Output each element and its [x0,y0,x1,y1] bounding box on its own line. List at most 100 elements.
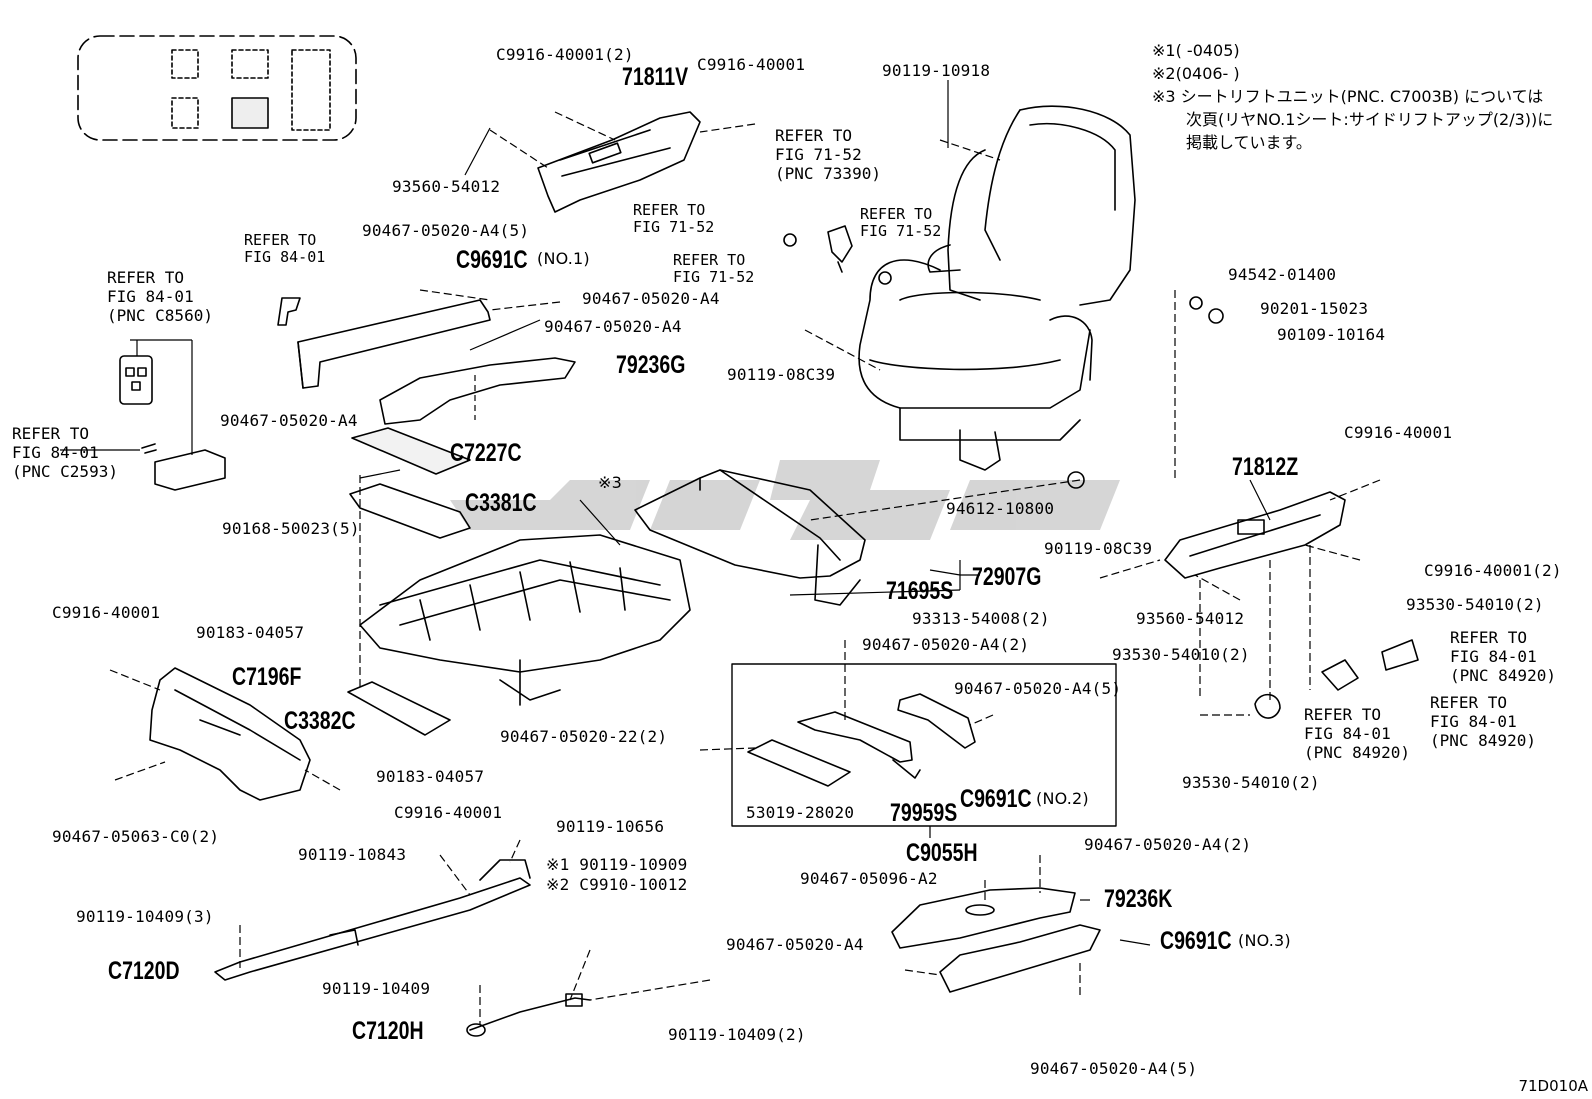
part-label[interactable]: 90467-05063-C0(2) [52,827,220,846]
part-label[interactable]: C9691C [1160,927,1232,955]
ref-line: FIG 84-01 [244,248,326,266]
part-label-suffix: (NO.2) [1036,789,1089,808]
part-label[interactable]: 90201-15023 [1260,299,1369,318]
part-label[interactable]: 90119-08C39 [1044,539,1153,558]
ref-line: (PNC 84920) [1450,666,1556,685]
footnote-2: ※2(0406- ) [1152,64,1240,83]
refer-to-fig-71-52-a[interactable]: REFER TO FIG 71-52 (PNC 73390) [775,126,881,183]
part-label[interactable]: 90467-05020-A4 [726,935,864,954]
refer-to-fig-71-52-d[interactable]: REFER TO FIG 71-52 [673,252,754,286]
refer-to-fig-84-01-d[interactable]: REFER TO FIG 84-01 (PNC 84920) [1450,628,1556,685]
part-label[interactable]: C3381C [465,489,537,517]
part-label[interactable]: 94612-10800 [946,499,1055,518]
part-label[interactable]: C7196F [232,663,302,691]
part-label[interactable]: 90109-10164 [1277,325,1386,344]
plate-c3382c [347,681,451,736]
part-label[interactable]: C9916-40001 [1344,423,1453,442]
refer-to-fig-84-01-c[interactable]: REFER TO FIG 84-01 (PNC C2593) [12,424,118,481]
part-label[interactable]: 90467-05020-A4(5) [954,679,1122,698]
part-label[interactable]: 90467-05096-A2 [800,869,938,888]
part-label[interactable]: 90467-05020-A4(2) [1084,835,1252,854]
part-label[interactable]: 90119-10409 [322,979,431,998]
part-label[interactable]: C7227C [450,439,522,467]
part-label[interactable]: C9691C [456,246,528,274]
part-label[interactable]: 90183-04057 [196,623,305,642]
ref-line: FIG 71-52 [633,218,715,236]
part-label[interactable]: 93530-54010(2) [1406,595,1544,614]
ref-line: REFER TO [673,251,746,269]
part-label[interactable]: 90467-05020-A4 [582,289,720,308]
part-label[interactable]: 94542-01400 [1228,265,1337,284]
part-label[interactable]: 90183-04057 [376,767,485,786]
part-label[interactable]: 71811V [622,63,689,91]
part-label[interactable]: 90119-10409(3) [76,907,214,926]
motor-84920-a [1381,639,1419,671]
motor-84920-c [1254,693,1281,719]
part-label[interactable]: 79236G [616,351,686,379]
part-label[interactable]: 93313-54008(2) [912,609,1050,628]
part-label[interactable]: 90168-50023(5) [222,519,360,538]
ref-line: REFER TO [775,126,853,145]
part-label[interactable]: C7120D [108,957,180,985]
refer-to-fig-84-01-a[interactable]: REFER TO FIG 84-01 [244,232,325,266]
ref-line: REFER TO [1450,628,1528,647]
part-label[interactable]: 53019-28020 [746,803,855,822]
part-label[interactable]: C9916-40001 [394,803,503,822]
detail-box-c9055h [731,663,1117,827]
part-label[interactable]: C3382C [284,707,356,735]
cable-c7120d [214,859,531,981]
part-label[interactable]: C9916-40001(2) [496,45,634,64]
part-label[interactable]: C9691C [960,785,1032,813]
cushion-72907g [634,469,866,606]
part-label[interactable]: ※2 C9910-10012 [546,875,688,894]
part-label[interactable]: 72907G [972,563,1042,591]
refer-to-fig-84-01-f[interactable]: REFER TO FIG 84-01 (PNC 84920) [1304,705,1410,762]
part-label[interactable]: 93530-54010(2) [1112,645,1250,664]
part-label[interactable]: 90119-10409(2) [668,1025,806,1044]
part-label[interactable]: 93560-54012 [1136,609,1245,628]
part-label[interactable]: 90119-10843 [298,845,407,864]
fasteners [783,233,1224,489]
part-label[interactable]: 90467-05020-A4 [220,411,358,430]
part-label[interactable]: C9055H [906,839,978,867]
refer-to-fig-84-01-e[interactable]: REFER TO FIG 84-01 (PNC 84920) [1430,693,1536,750]
ref-line: FIG 84-01 [107,287,194,306]
part-label[interactable]: 71695S [886,577,954,605]
part-label[interactable]: C9916-40001 [52,603,161,622]
ref-line: REFER TO [12,424,90,443]
ref-line: REFER TO [107,268,185,287]
part-label[interactable]: 90119-10918 [882,61,991,80]
refer-to-fig-71-52-c[interactable]: REFER TO FIG 71-52 [860,206,941,240]
ref-line: (PNC 84920) [1430,731,1536,750]
part-label[interactable]: C9916-40001(2) [1424,561,1562,580]
switch-c8560 [119,355,153,405]
part-label[interactable]: 90467-05020-A4 [544,317,682,336]
part-label[interactable]: 93560-54012 [392,177,501,196]
part-label[interactable]: 93530-54010(2) [1182,773,1320,792]
part-label[interactable]: 90119-08C39 [727,365,836,384]
part-label[interactable]: 90467-05020-A4(5) [1030,1059,1198,1078]
ref-line: REFER TO [1304,705,1382,724]
refer-to-fig-71-52-b[interactable]: REFER TO FIG 71-52 [633,202,714,236]
part-label[interactable]: ※1 90119-10909 [546,855,688,874]
refer-to-fig-84-01-b[interactable]: REFER TO FIG 84-01 (PNC C8560) [107,268,213,325]
part-label[interactable]: 90467-05020-A4(5) [362,221,530,240]
ref-line: FIG 84-01 [1304,724,1391,743]
part-label[interactable]: 79959S [890,799,958,827]
side-cover-71812z [1164,491,1346,579]
footnote-3: ※3 シートリフトユニット(PNC. C7003B) については [1152,87,1544,106]
seat-lift-frame [359,534,691,706]
bracket-c9691c-no1 [297,299,491,389]
part-label[interactable]: C9916-40001 [697,55,806,74]
leader-lines [60,80,1381,1025]
cover-c7227c [351,427,471,475]
ref-line: FIG 84-01 [1430,712,1517,731]
part-label[interactable]: 90467-05020-22(2) [500,727,668,746]
part-label[interactable]: 90119-10656 [556,817,665,836]
part-label[interactable]: 71812Z [1232,453,1299,481]
ref-line: (PNC C8560) [107,306,213,325]
part-label[interactable]: 90467-05020-A4(2) [862,635,1030,654]
part-label[interactable]: 79236K [1104,885,1173,913]
part-label[interactable]: C7120H [352,1017,424,1045]
